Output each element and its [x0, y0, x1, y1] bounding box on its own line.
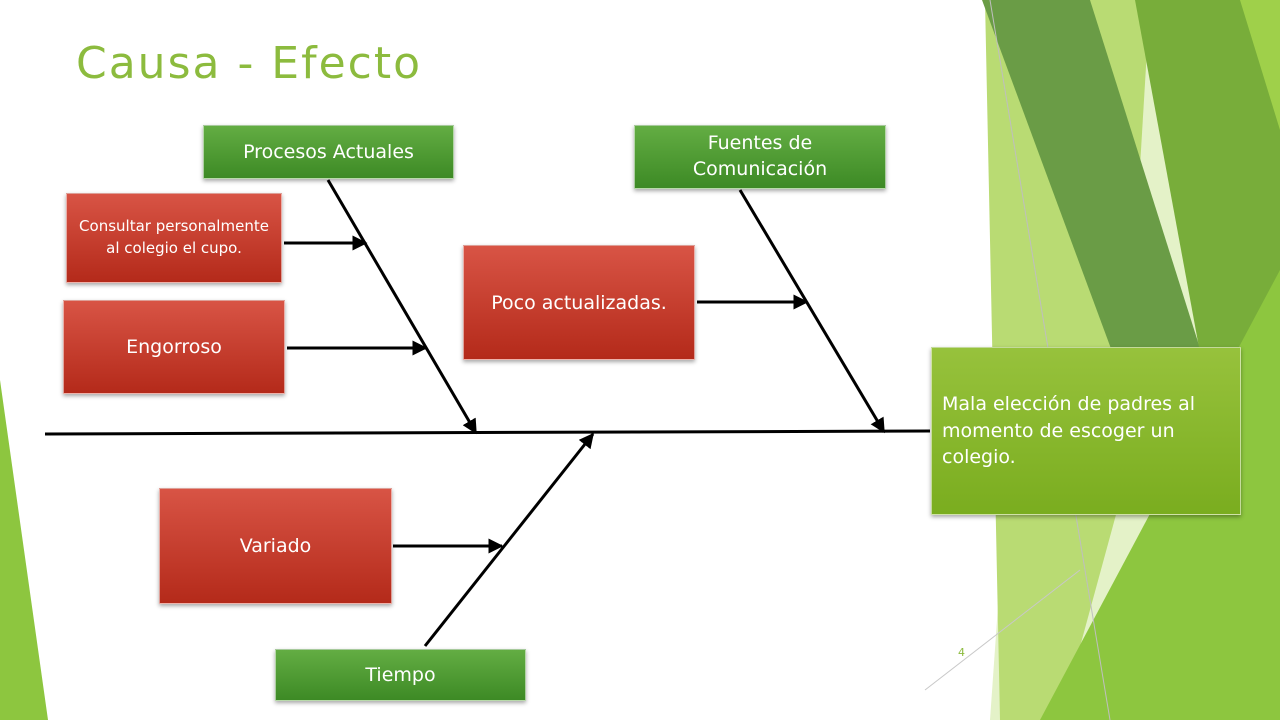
- bone-fuentes: [738, 189, 886, 434]
- page-number: 4: [958, 646, 965, 659]
- cause-poco-label: Poco actualizadas.: [491, 291, 667, 314]
- category-tiempo: Tiempo: [275, 649, 526, 701]
- bone-tiempo: [423, 432, 595, 647]
- right-bright-stripe: [1240, 0, 1280, 130]
- left-green-accent: [0, 380, 48, 720]
- right-mid-stripe: [1135, 0, 1280, 380]
- effect-box: Mala elección de padres al momento de es…: [931, 347, 1241, 515]
- cause-variado-label: Variado: [239, 535, 312, 557]
- category-procesos-label: Procesos Actuales: [243, 141, 414, 163]
- effect-label: Mala elección de padres al momento de es…: [942, 393, 1196, 469]
- category-procesos-actuales: Procesos Actuales: [203, 125, 454, 179]
- right-dark-stripe: [982, 0, 1210, 400]
- cause-engorroso-label: Engorroso: [126, 336, 222, 358]
- fishbone-spine: [44, 429, 931, 436]
- category-tiempo-label: Tiempo: [365, 664, 436, 686]
- decorative-thin-line-2: [924, 569, 1081, 691]
- cause-poco-actualizadas: Poco actualizadas.: [463, 245, 695, 360]
- category-fuentes-comunicacion: Fuentes de Comunicación: [634, 125, 886, 189]
- slide-title: Causa - Efecto: [76, 38, 423, 89]
- category-fuentes-label: Fuentes de Comunicación: [692, 132, 828, 180]
- cause-consultar: Consultar personalmente al colegio el cu…: [66, 193, 282, 283]
- cause-consultar-label: Consultar personalmente al colegio el cu…: [79, 217, 269, 257]
- cause-variado: Variado: [159, 488, 392, 604]
- cause-engorroso: Engorroso: [63, 300, 285, 394]
- bone-procesos: [326, 179, 478, 435]
